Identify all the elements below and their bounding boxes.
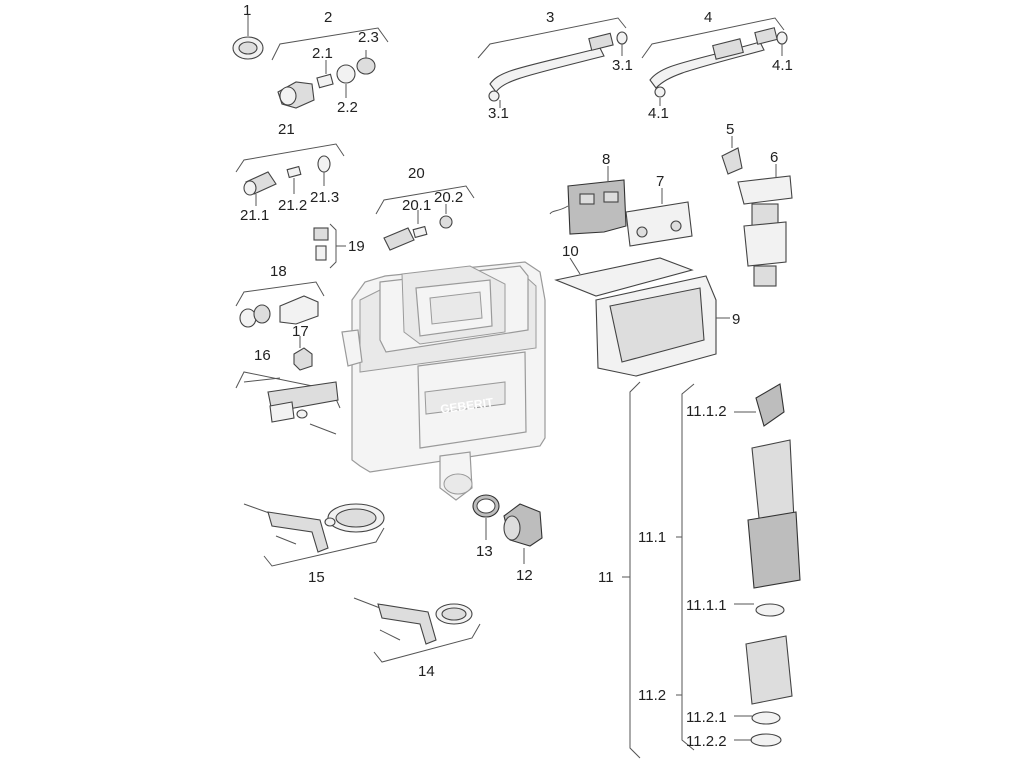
part-6-fill-valve — [737, 164, 793, 287]
part-3-flexible-hose — [477, 17, 628, 108]
part-1-coupling-nut — [232, 14, 264, 60]
label-7: 7 — [656, 173, 664, 190]
label-17: 17 — [292, 323, 309, 340]
part-8-actuator-frame — [549, 166, 627, 235]
cistern-body: GEBERIT — [341, 261, 546, 501]
label-2-1: 2.1 — [312, 45, 333, 62]
part-17-clip — [293, 336, 313, 371]
label-6: 6 — [770, 149, 778, 166]
part-2-connector-set — [271, 27, 389, 109]
label-18: 18 — [270, 263, 287, 280]
label-12: 12 — [516, 567, 533, 584]
part-12-cap — [503, 503, 543, 564]
label-3: 3 — [546, 9, 554, 26]
label-11: 11 — [598, 569, 614, 586]
part-11-2-overflow-pipe — [734, 635, 793, 747]
part-14-bracket-set — [353, 597, 481, 663]
label-11-1-2: 11.1.2 — [686, 403, 727, 420]
label-11-2-2: 11.2.2 — [686, 733, 727, 750]
label-20: 20 — [408, 165, 425, 182]
label-9: 9 — [732, 311, 740, 328]
part-15-bracket-set — [243, 503, 385, 567]
label-21-1: 21.1 — [240, 207, 269, 224]
part-10-protective-plate — [554, 257, 694, 297]
label-10: 10 — [562, 243, 579, 260]
part-19-valve-insert — [313, 223, 346, 269]
label-21-2: 21.2 — [278, 197, 307, 214]
label-14: 14 — [418, 663, 435, 680]
label-4-1-a: 4.1 — [772, 57, 793, 74]
label-21-3: 21.3 — [310, 189, 339, 206]
label-2: 2 — [324, 9, 332, 26]
label-16: 16 — [254, 347, 271, 364]
label-20-2: 20.2 — [434, 189, 463, 206]
label-3-1-b: 3.1 — [488, 105, 509, 122]
part-4-flexible-hose-with-valve — [641, 17, 788, 106]
label-13: 13 — [476, 543, 493, 560]
part-7-mounting-plate — [625, 188, 693, 247]
label-15: 15 — [308, 569, 325, 586]
part-21-connector-set — [235, 143, 345, 206]
part-labels: 1 2 2.1 2.2 2.3 3 3.1 3.1 4 4.1 4.1 5 6 … — [240, 2, 793, 750]
part-20-connector-set — [375, 185, 475, 251]
part-11-flush-valve — [622, 381, 801, 759]
label-11-1: 11.1 — [638, 529, 666, 546]
label-4-1-b: 4.1 — [648, 105, 669, 122]
label-1: 1 — [243, 2, 251, 19]
label-4: 4 — [704, 9, 712, 26]
label-2-3: 2.3 — [358, 29, 379, 46]
label-11-2-1: 11.2.1 — [686, 709, 727, 726]
part-5-clip — [721, 136, 743, 175]
label-11-2: 11.2 — [638, 687, 666, 704]
label-5: 5 — [726, 121, 734, 138]
label-11-1-1: 11.1.1 — [686, 597, 727, 614]
label-21: 21 — [278, 121, 295, 138]
part-13-seal — [472, 494, 500, 540]
part-18-inlet-connector — [235, 281, 325, 328]
label-20-1: 20.1 — [402, 197, 431, 214]
label-3-1-a: 3.1 — [612, 57, 633, 74]
part-16-fixing-set — [235, 371, 341, 435]
label-8: 8 — [602, 151, 610, 168]
label-19: 19 — [348, 238, 365, 255]
part-9-protective-box — [595, 275, 730, 377]
label-2-2: 2.2 — [337, 99, 358, 116]
